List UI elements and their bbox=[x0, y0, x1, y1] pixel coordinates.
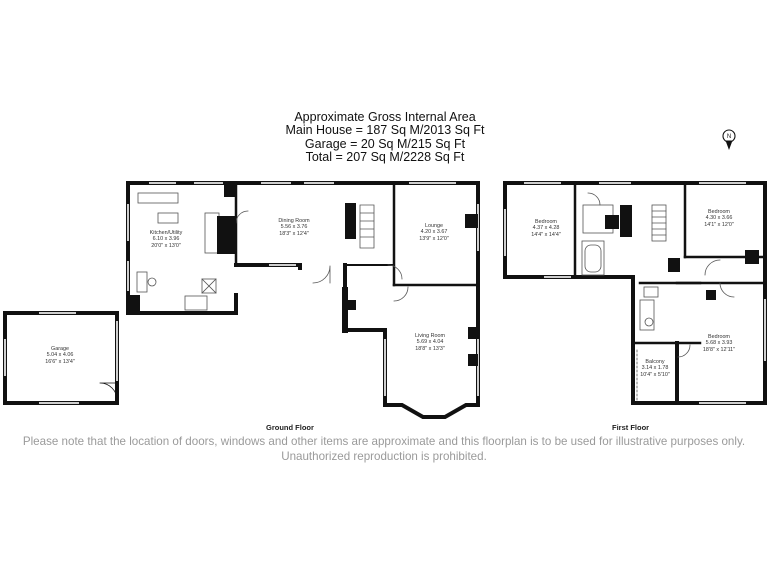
first-fixtures bbox=[581, 192, 735, 401]
ground-fixtures bbox=[136, 192, 409, 311]
total-area: Total = 207 Sq M/2228 Sq Ft bbox=[305, 150, 465, 165]
first-floor-label: First Floor bbox=[612, 423, 650, 432]
ground-floor-label: Ground Floor bbox=[266, 423, 314, 432]
first-solid-walls bbox=[605, 205, 759, 300]
ground-solid-walls bbox=[128, 183, 478, 366]
svg-text:N: N bbox=[727, 134, 731, 140]
area-title: Approximate Gross Internal Area bbox=[294, 110, 476, 124]
disclaimer-text: Please note that the location of doors, … bbox=[22, 435, 746, 463]
main-house-area: Main House = 187 Sq M/2013 Sq Ft bbox=[285, 123, 485, 138]
area-summary: Approximate Gross Internal Area Main Hou… bbox=[190, 110, 580, 165]
first-windows bbox=[504, 182, 766, 404]
garage-area: Garage = 20 Sq M/215 Sq Ft bbox=[304, 136, 466, 151]
north-compass-icon: N bbox=[722, 129, 736, 150]
ground-windows bbox=[127, 182, 479, 396]
garage-walls bbox=[3, 311, 119, 405]
ground-floor-walls bbox=[126, 181, 480, 419]
